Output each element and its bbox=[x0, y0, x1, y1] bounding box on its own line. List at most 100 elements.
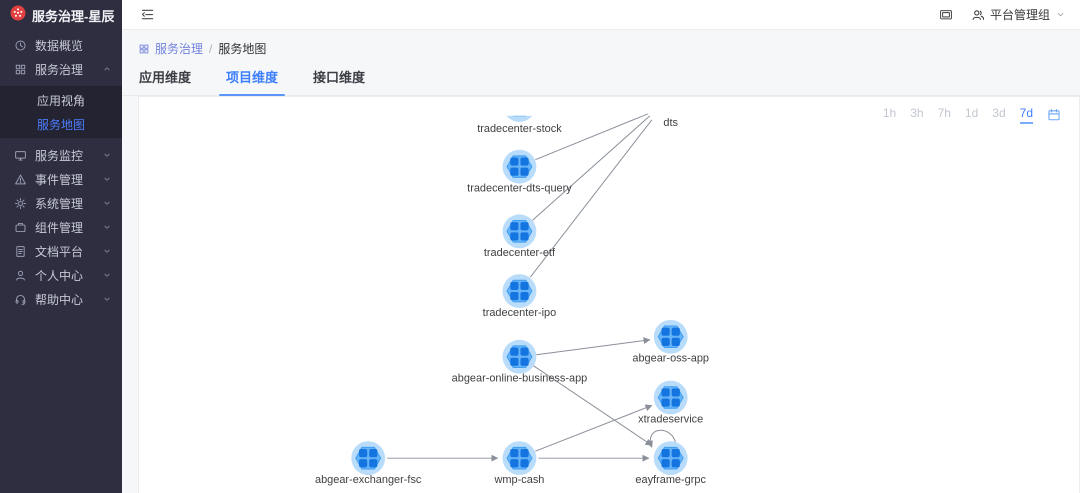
breadcrumb: 服务治理 / 服务地图 bbox=[122, 30, 1080, 56]
graph-edge bbox=[530, 119, 653, 278]
tab-app-dimension[interactable]: 应用维度 bbox=[139, 70, 192, 85]
node-label: tradecenter-etf bbox=[484, 247, 556, 259]
chevron-down-icon bbox=[102, 150, 112, 160]
sidebar-item-service-map[interactable]: 服务地图 bbox=[0, 112, 122, 136]
chevron-down-icon bbox=[102, 294, 112, 304]
sidebar-item-label: 系统管理 bbox=[35, 196, 84, 211]
sidebar-item-personal-center[interactable]: 个人中心 bbox=[0, 263, 122, 287]
node-tradecenter-stock[interactable] bbox=[503, 97, 537, 122]
headset-icon bbox=[14, 293, 27, 306]
header-right: 平台管理组 bbox=[939, 6, 1066, 23]
node-label: xtradeservice bbox=[638, 413, 703, 425]
sidebar-item-event-management[interactable]: 事件管理 bbox=[0, 167, 122, 191]
chevron-down-icon bbox=[102, 198, 112, 208]
node-tradecenter-dts-query[interactable] bbox=[502, 149, 537, 184]
gear-icon bbox=[14, 197, 27, 210]
logo: 服务治理-星辰 bbox=[0, 0, 122, 30]
chevron-down-icon bbox=[102, 270, 112, 280]
warning-icon bbox=[14, 173, 27, 186]
component-icon bbox=[14, 221, 27, 234]
sidebar-item-label: 服务治理 bbox=[35, 62, 84, 77]
breadcrumb-item: 服务地图 bbox=[218, 42, 267, 56]
grid-icon bbox=[138, 43, 150, 55]
user-group-icon bbox=[971, 8, 985, 22]
grid-icon bbox=[14, 63, 27, 76]
sidebar-item-label: 应用视角 bbox=[37, 93, 86, 108]
breadcrumb-separator: / bbox=[209, 41, 213, 56]
time-range-3h[interactable]: 3h bbox=[910, 106, 924, 120]
screen-icon[interactable] bbox=[939, 8, 953, 22]
node-tradecenter-ipo[interactable] bbox=[502, 274, 537, 308]
tab-interface-dimension[interactable]: 接口维度 bbox=[313, 70, 366, 85]
node-abgear-oss-app[interactable] bbox=[653, 319, 688, 354]
sidebar-item-service-governance[interactable]: 服务治理 bbox=[0, 57, 122, 81]
node-tradecenter-etf[interactable] bbox=[502, 214, 537, 249]
node-label: eayframe-grpc bbox=[635, 474, 706, 486]
graph-edge bbox=[533, 365, 653, 446]
time-range-7d[interactable]: 7d bbox=[1019, 106, 1033, 124]
breadcrumb-link[interactable]: 服务治理 bbox=[138, 40, 203, 57]
node-abgear-exchanger-fsc[interactable] bbox=[351, 441, 386, 476]
sidebar-submenu: 应用视角服务地图 bbox=[0, 86, 122, 138]
sidebar-item-service-monitor[interactable]: 服务监控 bbox=[0, 143, 122, 167]
sidebar-item-label: 帮助中心 bbox=[35, 292, 84, 307]
app-title: 服务治理-星辰 bbox=[32, 8, 115, 24]
tab-project-dimension[interactable]: 项目维度 bbox=[219, 59, 286, 96]
sidebar-item-component-management[interactable]: 组件管理 bbox=[0, 215, 122, 239]
top-header: 平台管理组 bbox=[122, 0, 1080, 30]
graph-edge bbox=[535, 404, 653, 452]
chevron-up-icon bbox=[102, 64, 112, 74]
sidebar-item-data-overview[interactable]: 数据概览 bbox=[0, 33, 122, 57]
time-range-1h[interactable]: 1h bbox=[882, 106, 897, 120]
sidebar-item-label: 事件管理 bbox=[35, 172, 84, 187]
graph-edge bbox=[535, 113, 648, 161]
breadcrumb-item: 服务治理 bbox=[155, 42, 204, 56]
sidebar-item-app-view[interactable]: 应用视角 bbox=[0, 88, 122, 112]
content-area: 服务治理 / 服务地图 应用维度 项目维度 接口维度 1h 3h 7h 1d 3d 7d trad… bbox=[122, 30, 1080, 493]
time-range-3d[interactable]: 3d bbox=[992, 106, 1006, 120]
node-eayframe-grpc[interactable] bbox=[653, 441, 688, 476]
sidebar-item-label: 文档平台 bbox=[35, 244, 84, 259]
chevron-down-icon bbox=[102, 246, 112, 256]
node-xtradeservice[interactable] bbox=[653, 380, 688, 415]
sidebar-item-doc-platform[interactable]: 文档平台 bbox=[0, 239, 122, 263]
user-menu[interactable]: 平台管理组 bbox=[971, 6, 1066, 23]
sidebar-item-help-center[interactable]: 帮助中心 bbox=[0, 287, 122, 311]
node-label: tradecenter-stock bbox=[477, 123, 562, 135]
graph-self-loop bbox=[646, 429, 677, 448]
sidebar: 服务治理-星辰 数据概览服务治理应用视角服务地图服务监控事件管理系统管理组件管理… bbox=[0, 0, 122, 493]
user-icon bbox=[14, 269, 27, 282]
graph-edge bbox=[532, 115, 651, 221]
sidebar-item-label: 个人中心 bbox=[35, 268, 84, 283]
menu-fold-icon[interactable] bbox=[140, 7, 155, 22]
node-label: abgear-online-business-app bbox=[452, 373, 588, 385]
sidebar-item-label: 服务监控 bbox=[35, 148, 84, 163]
calendar-icon[interactable] bbox=[1047, 108, 1061, 122]
document-icon bbox=[14, 245, 27, 258]
node-label: abgear-exchanger-fsc bbox=[315, 474, 422, 486]
node-wmp-cash[interactable] bbox=[502, 441, 537, 476]
monitor-icon bbox=[14, 149, 27, 162]
node-label: abgear-oss-app bbox=[632, 353, 709, 365]
logo-icon bbox=[10, 5, 26, 26]
node-label: tradecenter-dts-query bbox=[467, 183, 572, 195]
sidebar-item-system-management[interactable]: 系统管理 bbox=[0, 191, 122, 215]
sidebar-item-label: 组件管理 bbox=[35, 220, 84, 235]
sidebar-item-label: 服务地图 bbox=[37, 117, 86, 132]
time-range-1d[interactable]: 1d bbox=[964, 106, 979, 120]
tab-bar: 应用维度 项目维度 接口维度 bbox=[122, 59, 1080, 96]
node-label: wmp-cash bbox=[494, 474, 545, 486]
overview-icon bbox=[14, 39, 27, 52]
service-map-graph[interactable]: tradecenter-stock tradecenter-dts-query tr… bbox=[139, 97, 1079, 493]
graph-edge bbox=[536, 337, 651, 356]
node-abgear-online-business-app[interactable] bbox=[502, 339, 537, 374]
node-label: dts bbox=[663, 117, 678, 129]
chevron-down-icon bbox=[102, 222, 112, 232]
sidebar-item-label: 数据概览 bbox=[35, 38, 84, 53]
chevron-down-icon bbox=[1055, 9, 1066, 20]
sidebar-menu: 数据概览服务治理应用视角服务地图服务监控事件管理系统管理组件管理文档平台个人中心… bbox=[0, 30, 122, 311]
time-range-bar: 1h 3h 7h 1d 3d 7d bbox=[883, 106, 1061, 124]
time-range-7h[interactable]: 7h bbox=[937, 106, 951, 120]
chevron-down-icon bbox=[102, 174, 112, 184]
